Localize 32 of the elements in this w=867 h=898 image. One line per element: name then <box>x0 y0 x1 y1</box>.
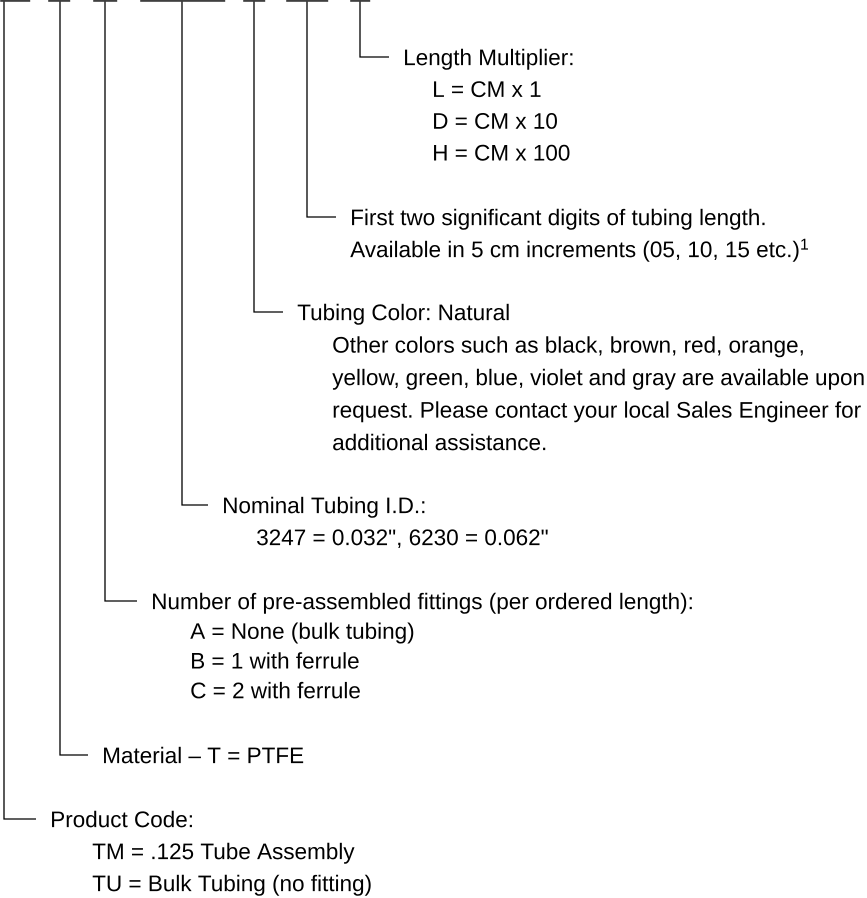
fill-in-line <box>0 0 30 2</box>
leader-line <box>3 2 36 820</box>
option-text: B = 1 with ferrule <box>192 652 359 669</box>
leader-line <box>359 2 389 58</box>
heading-text: Material – T = PTFE <box>104 746 304 764</box>
note-text: Other colors such as black, brown, red, orange, yellow, green, blue, violet and gray are available upon request. Please contact your local Sales Engineer for additional assistance. <box>332 336 864 450</box>
option-text: C = 2 with ferrule <box>191 682 360 698</box>
fill-in-line <box>93 0 118 2</box>
option-text: D = CM x 10 <box>434 113 557 129</box>
fill-in-line <box>243 0 266 2</box>
heading-text: First two significant digits of tubing length. <box>352 208 765 230</box>
fill-in-line <box>286 0 328 2</box>
option-text: TU = Bulk Tubing (no fitting) <box>92 874 371 896</box>
heading-text: Length Multiplier: <box>405 48 572 70</box>
leader-line <box>59 2 88 756</box>
leader-line <box>253 2 283 313</box>
option-text: L = CM x 1 <box>434 81 540 98</box>
heading-text: Product Code: <box>52 810 192 828</box>
heading-text: Number of pre-assembled fittings (per ordered length): <box>153 592 692 614</box>
option-text: A = None (bulk tubing) <box>190 622 414 644</box>
leader-line <box>306 2 336 218</box>
fill-in-line <box>350 0 370 2</box>
heading-text: Nominal Tubing I.D.: <box>224 496 424 518</box>
leader-line <box>181 2 208 506</box>
fill-in-line <box>140 0 226 2</box>
option-text: Available in 5 cm increments (05, 10, 15 etc.)$^{1}$ <box>350 238 808 262</box>
heading-text: Tubing Color: Natural <box>298 304 509 325</box>
fill-in-line <box>48 0 70 2</box>
option-text: 3247 = 0.032", 6230 = 0.062" <box>257 529 548 548</box>
leader-line <box>104 2 137 602</box>
option-text: TM = .125 Tube Assembly <box>92 842 355 864</box>
option-text: H = CM x 100 <box>434 144 570 161</box>
